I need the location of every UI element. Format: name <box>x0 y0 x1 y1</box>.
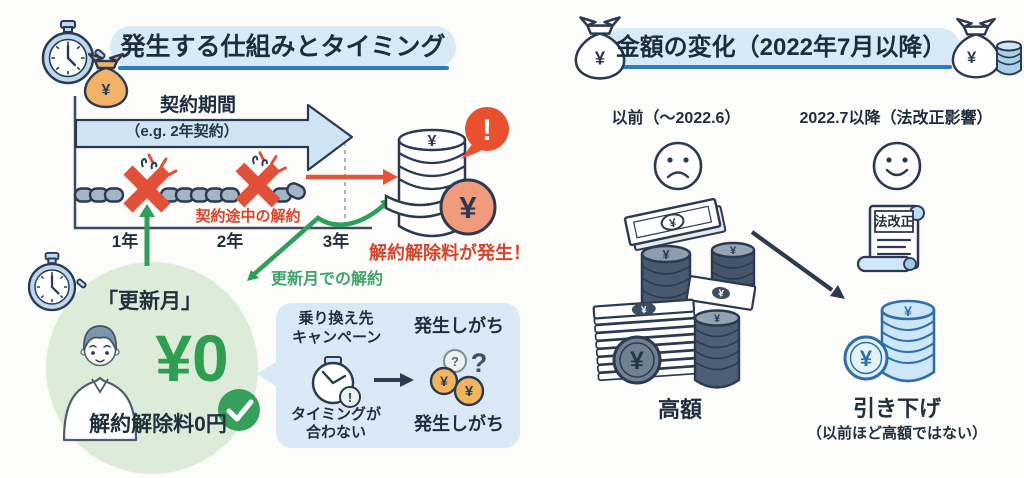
yen-symbol: ¥ <box>459 190 477 225</box>
happy-face-icon <box>872 141 922 191</box>
timing-label-line2: 合わない <box>305 424 366 441</box>
contract-period-arrow <box>74 103 354 172</box>
yen-symbol: ¥ <box>730 245 737 257</box>
question-glyph: ? <box>471 348 488 378</box>
contract-example-label: （e.g. 2年契約） <box>125 123 239 140</box>
fee-occurs-label: 解約解除料が発生！ <box>369 243 531 263</box>
question-glyph: ? <box>451 354 459 369</box>
chain-break-x-2 <box>235 151 287 208</box>
renewal-up-arrow-green <box>139 204 155 266</box>
tick-2year: 2年 <box>216 232 244 251</box>
campaign-bubble <box>256 303 520 448</box>
yen-symbol: ¥ <box>662 247 670 262</box>
after-sublabel: （以前ほど高額ではない） <box>806 425 987 442</box>
result-top-label: 発生しがち <box>414 316 504 336</box>
yen-symbol: ¥ <box>860 346 873 371</box>
yen-symbol: ¥ <box>904 303 912 319</box>
after-label: 引き下げ <box>852 396 941 421</box>
campaign-label-line2: キャンペーン <box>292 329 382 346</box>
yen-symbol: ¥ <box>440 373 448 389</box>
yen-symbol: ¥ <box>595 48 606 69</box>
after-header: 2022.7以降（法改正影響） <box>799 110 993 127</box>
campaign-label-line1: 乗り換え先 <box>298 310 374 327</box>
right-panel-title: 金額の変化（2022年7月以降） <box>615 34 947 61</box>
before-header: 以前（〜2022.6） <box>611 110 741 127</box>
yen-symbol: ¥ <box>465 383 474 400</box>
mid-cancel-label: 契約途中の解約 <box>195 208 301 225</box>
money-bag-coins-icon: ¥ <box>951 17 1022 79</box>
before-label: 高額 <box>657 397 702 422</box>
money-bag-white-left-icon: ¥ <box>574 16 626 80</box>
law-scroll-icon <box>856 204 925 273</box>
clock-icon: ! <box>311 356 361 408</box>
reduction-arrow-icon <box>750 230 845 299</box>
yen-symbol: ¥ <box>967 49 977 67</box>
question-coins-icon: ? ? ¥ ¥ <box>429 348 488 407</box>
yen-symbol: ¥ <box>714 313 721 325</box>
chain-break-x-1 <box>123 153 178 213</box>
renewal-cancel-label: 更新月での解約 <box>270 271 383 288</box>
right-title-pill <box>602 28 960 69</box>
alert-bubble-icon: ! <box>461 107 509 159</box>
contract-period-label: 契約期間 <box>159 95 236 116</box>
timing-label-line1: タイミングが <box>290 406 381 423</box>
yen-symbol: ¥ <box>717 288 725 300</box>
left-panel-title: 発生する仕組みとタイミング <box>120 33 446 61</box>
tick-3year: 3年 <box>322 232 350 251</box>
law-scroll-label: 法改正 <box>874 214 914 229</box>
left-title-pill <box>110 26 456 70</box>
renewal-heading: 「更新月」 <box>97 290 202 313</box>
person-icon <box>62 325 138 442</box>
result-bottom-label: 発生しがち <box>414 414 504 434</box>
exclamation-glyph: ! <box>482 114 492 147</box>
sad-face-icon <box>653 141 703 191</box>
yen-symbol: ¥ <box>630 347 644 375</box>
money-pile-icon: ¥ ¥ ¥ ¥ <box>592 197 757 389</box>
renewal-amount: ¥0 <box>155 321 229 395</box>
yen-symbol: ¥ <box>668 215 678 230</box>
yen-symbol: ¥ <box>428 133 437 150</box>
check-icon <box>218 389 260 431</box>
exclamation-glyph: ! <box>348 390 352 405</box>
flow-arrow-icon <box>374 373 414 387</box>
yen-coin-salmon-icon: ¥ <box>439 178 497 236</box>
reduced-coins-icon: ¥ ¥ <box>843 299 936 383</box>
renewal-caption: 解約解除料0円 <box>89 413 227 436</box>
tick-1year: 1年 <box>111 232 139 251</box>
money-bag-orange-icon: ¥ <box>83 52 129 109</box>
yen-symbol: ¥ <box>641 305 648 316</box>
yen-symbol: ¥ <box>102 82 111 99</box>
fee-arrow-red <box>306 169 398 185</box>
